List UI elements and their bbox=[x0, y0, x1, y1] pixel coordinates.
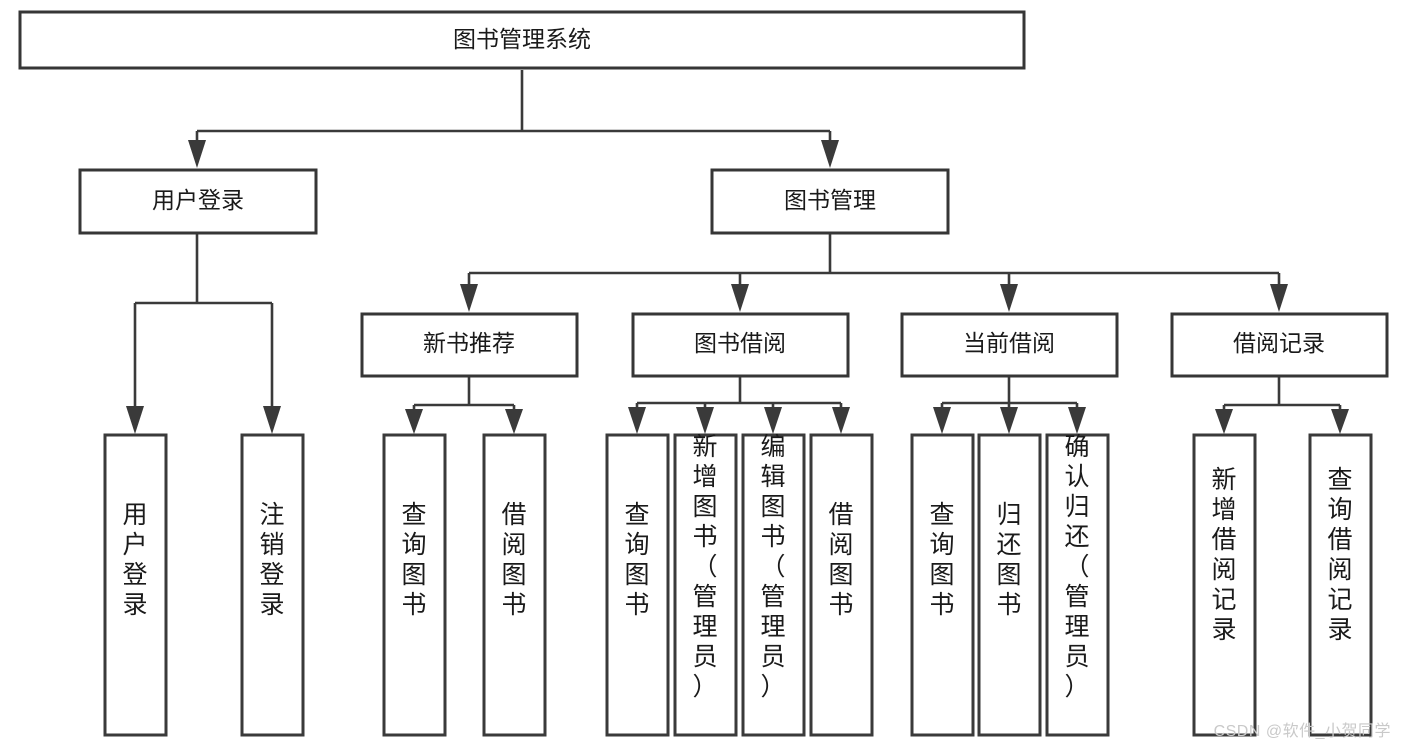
node-leaf-borrow-lend[interactable]: 借阅图书 bbox=[809, 433, 874, 737]
node-leaf-borrow-edit[interactable]: 编辑图书（管理员） bbox=[741, 433, 806, 737]
node-leaf-rec-add[interactable]: 新增借阅记录 bbox=[1192, 433, 1257, 737]
node-leaf-user-logout[interactable]: 注销登录 bbox=[240, 433, 305, 737]
node-leaf-cur-confirm-label: 确认归还（管理员） bbox=[1064, 433, 1089, 701]
node-book-manage-box[interactable] bbox=[710, 168, 950, 235]
arrowhead-leaf-borrow-lend bbox=[832, 407, 850, 434]
node-leaf-rec-query[interactable]: 查询图书 bbox=[382, 433, 447, 737]
node-leaf-borrow-add-box[interactable] bbox=[673, 433, 738, 737]
node-borrow-record-box[interactable] bbox=[1170, 312, 1389, 378]
node-new-book-rec[interactable]: 新书推荐 bbox=[360, 312, 579, 378]
node-leaf-rec-borrow[interactable]: 借阅图书 bbox=[482, 433, 547, 737]
node-leaf-user-logout-box[interactable] bbox=[240, 433, 305, 737]
arrowhead-leaf-cur-query bbox=[933, 407, 951, 434]
arrowhead-leaf-borrow-add bbox=[696, 407, 714, 434]
node-leaf-cur-query-box[interactable] bbox=[910, 433, 975, 737]
node-leaf-cur-query[interactable]: 查询图书 bbox=[910, 433, 975, 737]
node-user-login-label: 用户登录 bbox=[152, 187, 244, 213]
node-leaf-borrow-add-label: 新增图书（管理员） bbox=[692, 433, 717, 701]
node-book-borrow[interactable]: 图书借阅 bbox=[631, 312, 850, 378]
node-leaf-cur-confirm[interactable]: 确认归还（管理员） bbox=[1045, 433, 1110, 737]
node-leaf-cur-return-box[interactable] bbox=[977, 433, 1042, 737]
node-leaf-borrow-lend-box[interactable] bbox=[809, 433, 874, 737]
connector-layer bbox=[126, 70, 1349, 434]
node-current-borrow-label: 当前借阅 bbox=[963, 330, 1055, 356]
node-borrow-record-label: 借阅记录 bbox=[1233, 330, 1325, 356]
node-user-login-box[interactable] bbox=[78, 168, 318, 235]
node-leaf-rec-add-box[interactable] bbox=[1192, 433, 1257, 737]
node-book-manage-label: 图书管理 bbox=[784, 187, 876, 213]
arrowhead-leaf-rec-add bbox=[1215, 409, 1233, 434]
node-leaf-user-login-box[interactable] bbox=[103, 433, 168, 737]
arrowhead-leaf-cur-confirm bbox=[1068, 407, 1086, 434]
node-leaf-user-logout-label: 注销登录 bbox=[259, 501, 284, 619]
node-new-book-rec-box[interactable] bbox=[360, 312, 579, 378]
arrowhead-leaf-user-logout bbox=[263, 406, 281, 434]
node-leaf-cur-confirm-box[interactable] bbox=[1045, 433, 1110, 737]
arrowhead-new-book-rec bbox=[460, 284, 478, 312]
node-leaf-borrow-query-box[interactable] bbox=[605, 433, 670, 737]
node-leaf-borrow-query[interactable]: 查询图书 bbox=[605, 433, 670, 737]
node-leaf-rec-query-box[interactable] bbox=[382, 433, 447, 737]
node-leaf-user-login[interactable]: 用户登录 bbox=[103, 433, 168, 737]
node-leaf-borrow-query-label: 查询图书 bbox=[624, 501, 649, 619]
node-leaf-rec-search[interactable]: 查询借阅记录 bbox=[1308, 433, 1373, 737]
node-current-borrow[interactable]: 当前借阅 bbox=[900, 312, 1119, 378]
node-leaf-rec-search-box[interactable] bbox=[1308, 433, 1373, 737]
arrowhead-user-login bbox=[188, 140, 206, 168]
node-root-box[interactable] bbox=[18, 10, 1026, 70]
node-leaf-rec-borrow-box[interactable] bbox=[482, 433, 547, 737]
node-current-borrow-box[interactable] bbox=[900, 312, 1119, 378]
arrowhead-leaf-cur-return bbox=[1000, 407, 1018, 434]
arrowhead-leaf-rec-search bbox=[1331, 409, 1349, 434]
csdn-watermark: CSDN @软件_小贺同学 bbox=[1213, 723, 1391, 740]
node-root[interactable]: 图书管理系统 bbox=[18, 10, 1026, 70]
node-leaf-rec-add-label: 新增借阅记录 bbox=[1211, 466, 1236, 644]
arrowhead-leaf-rec-borrow bbox=[505, 409, 523, 434]
arrowhead-leaf-borrow-query bbox=[628, 407, 646, 434]
node-user-login[interactable]: 用户登录 bbox=[78, 168, 318, 235]
node-leaf-borrow-edit-label: 编辑图书（管理员） bbox=[760, 433, 785, 701]
arrowhead-current-borrow bbox=[1000, 284, 1018, 312]
arrowhead-leaf-user-login bbox=[126, 406, 144, 434]
arrowhead-book-borrow bbox=[731, 284, 749, 312]
node-leaf-cur-return[interactable]: 归还图书 bbox=[977, 433, 1042, 737]
node-book-manage[interactable]: 图书管理 bbox=[710, 168, 950, 235]
node-book-borrow-box[interactable] bbox=[631, 312, 850, 378]
node-leaf-borrow-add[interactable]: 新增图书（管理员） bbox=[673, 433, 738, 737]
arrowhead-borrow-record bbox=[1270, 284, 1288, 312]
node-leaf-borrow-edit-box[interactable] bbox=[741, 433, 806, 737]
arrowhead-book-manage bbox=[821, 140, 839, 168]
node-leaf-rec-query-label: 查询图书 bbox=[401, 501, 426, 619]
arrowhead-leaf-rec-query bbox=[405, 409, 423, 434]
node-root-label: 图书管理系统 bbox=[453, 26, 591, 52]
node-borrow-record[interactable]: 借阅记录 bbox=[1170, 312, 1389, 378]
node-new-book-rec-label: 新书推荐 bbox=[423, 330, 515, 356]
node-leaf-user-login-label: 用户登录 bbox=[122, 501, 147, 619]
node-leaf-cur-query-label: 查询图书 bbox=[929, 501, 954, 619]
node-leaf-cur-return-label: 归还图书 bbox=[996, 501, 1021, 619]
arrowhead-leaf-borrow-edit bbox=[764, 407, 782, 434]
node-leaf-rec-borrow-label: 借阅图书 bbox=[501, 501, 526, 619]
node-leaf-borrow-lend-label: 借阅图书 bbox=[828, 501, 853, 619]
node-leaf-rec-search-label: 查询借阅记录 bbox=[1327, 466, 1352, 644]
node-book-borrow-label: 图书借阅 bbox=[694, 330, 786, 356]
